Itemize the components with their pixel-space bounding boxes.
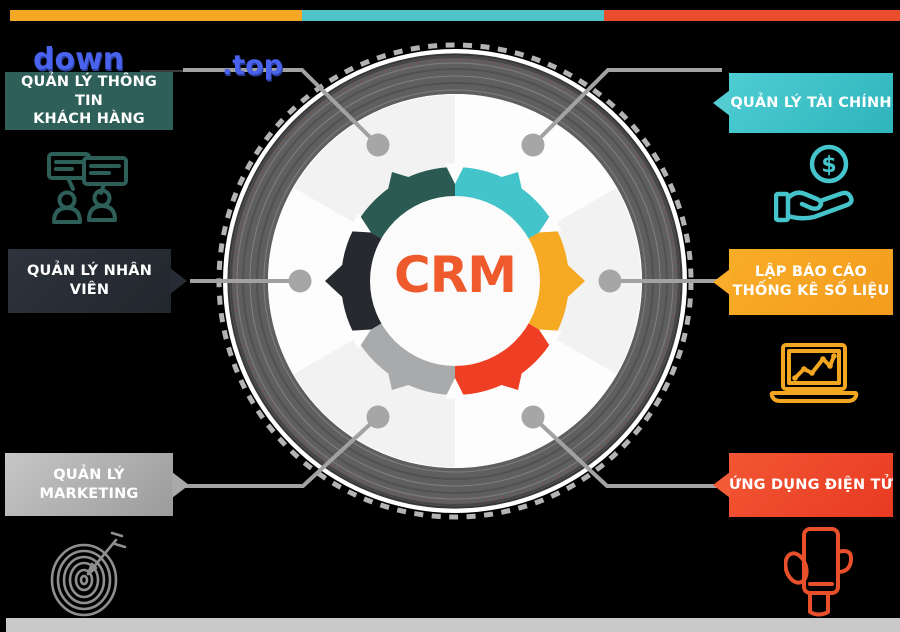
segment-reports: [527, 224, 569, 338]
connector-lines: [183, 68, 722, 488]
arrow-pointer: [713, 269, 730, 295]
arrow-pointer: [172, 471, 189, 498]
node-label-eapps: ỨNG DỤNG ĐIỆN TỬ: [729, 476, 893, 493]
dot-mid-right: [598, 269, 622, 293]
node-box-customer-info: QUẢN LÝ THÔNG TIN KHÁCH HÀNG: [5, 72, 173, 130]
node-box-reports: LẬP BÁO CÁO THỐNG KÊ SỐ LIỆU: [713, 249, 893, 315]
node-box-staff: QUẢN LÝ NHÂN VIÊN: [8, 249, 187, 313]
laptop-chart-icon: [769, 343, 859, 403]
hand-phone-icon: [784, 527, 854, 617]
top-bar-teal-segment: [302, 10, 604, 21]
dot-top-right: [521, 133, 545, 157]
connector-customer-info: [183, 68, 380, 147]
petal-marketing: [385, 361, 421, 390]
top-bar-orange-segment: [10, 10, 302, 21]
segment-customer-info: [356, 167, 455, 239]
svg-text:$: $: [821, 153, 836, 178]
dot-top-left: [366, 133, 390, 157]
connector-finance: [531, 68, 722, 147]
node-box-finance: QUẢN LÝ TÀI CHÍNH: [713, 73, 893, 133]
hand-dollar-icon: $: [774, 144, 854, 223]
node-label-marketing: QUẢN LÝ MARKETING: [39, 466, 139, 502]
connector-marketing: [185, 415, 380, 488]
node-label-reports: LẬP BÁO CÁO THỐNG KÊ SỐ LIỆU: [732, 264, 890, 299]
dot-mid-left: [288, 269, 312, 293]
people-chat-icon: [47, 152, 128, 224]
arrow-point-right: [556, 254, 585, 308]
segment-eapps: [455, 323, 554, 395]
petal-customer-info: [385, 172, 421, 201]
target-arrow-icon: [50, 531, 127, 617]
bottom-bar: [6, 618, 900, 632]
arrow-pointer: [713, 472, 730, 498]
arrow-pointer: [170, 268, 187, 294]
gear-ring: [325, 163, 585, 399]
segment-marketing: [356, 323, 455, 395]
connector-dots: [288, 133, 622, 429]
watermark-top: .top: [222, 50, 284, 81]
petal-eapps: [489, 361, 525, 390]
connector-eapps: [531, 415, 722, 488]
dot-bottom-left: [366, 405, 390, 429]
segment-staff: [341, 224, 383, 338]
node-label-customer-info: QUẢN LÝ THÔNG TIN KHÁCH HÀNG: [20, 73, 158, 128]
hub-label: CRM: [394, 246, 517, 304]
node-box-marketing: QUẢN LÝ MARKETING: [5, 453, 189, 516]
segment-finance: [455, 167, 554, 239]
gear-notches: [348, 163, 562, 399]
node-label-finance: QUẢN LÝ TÀI CHÍNH: [730, 94, 892, 111]
arrow-point-left: [325, 254, 354, 308]
arrow-pointer: [713, 90, 730, 116]
dot-bottom-right: [521, 405, 545, 429]
hub-circle: [370, 196, 540, 366]
node-box-eapps: ỨNG DỤNG ĐIỆN TỬ: [713, 453, 893, 517]
petal-finance: [489, 172, 525, 201]
watermark-down: down: [33, 42, 125, 77]
node-label-staff: QUẢN LÝ NHÂN VIÊN: [26, 263, 153, 298]
top-bar-red-segment: [604, 10, 900, 21]
